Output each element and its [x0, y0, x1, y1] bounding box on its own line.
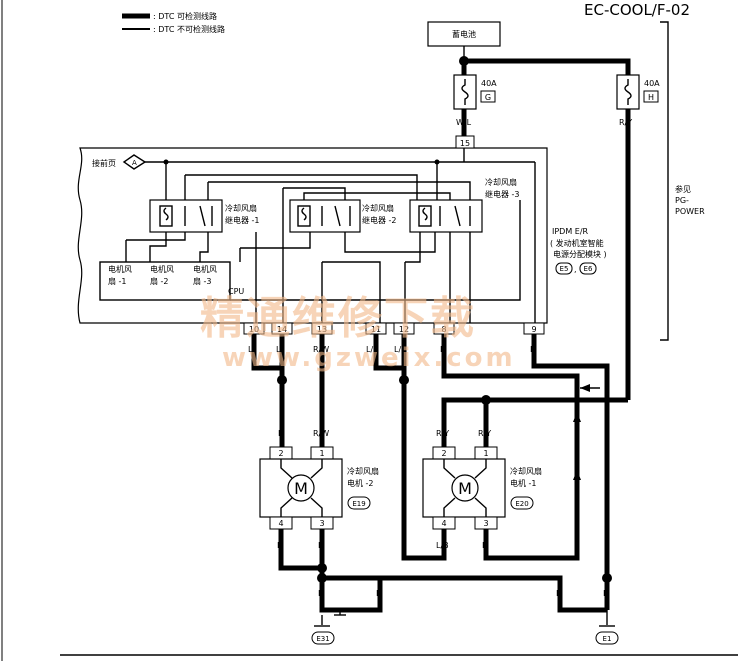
motor2-label-1: 冷却风扇	[347, 466, 379, 476]
fuse-h-rating: 40A	[644, 79, 660, 88]
fan-label-2a: 电机风	[150, 264, 174, 274]
motor2-symbol: M	[294, 479, 308, 498]
relay-3-label-1: 冷却风扇	[485, 177, 517, 187]
ipdm-pin-11: 11	[371, 325, 381, 334]
legend-thick-text: : DTC 可检测线路	[153, 11, 217, 21]
wire-label-l-m2: L	[278, 429, 283, 438]
motor1-pin-4: 4	[441, 519, 446, 528]
relay-2	[289, 199, 361, 233]
wire-label-r-pin8: R	[440, 345, 446, 354]
wire-label-r-w: R/W	[313, 345, 329, 354]
from-prev-page-label: 接前页	[92, 158, 116, 168]
ground-e1-label: E1	[603, 635, 612, 643]
wire-label-r-y: R/Y	[619, 118, 632, 127]
up-arrow-icon-2	[573, 412, 581, 422]
ipdm-pin-8: 8	[441, 325, 446, 334]
wire-label-b-m2-3: B	[318, 541, 324, 550]
motor2-pin-3: 3	[319, 519, 324, 528]
wire-label-l-pin10: L	[248, 345, 253, 354]
motor2-label-2: 电机 -2	[347, 478, 374, 488]
ipdm-conn-e5: E5	[560, 265, 569, 273]
legend-thin-text: : DTC 不可检测线路	[153, 24, 225, 34]
connector-a-label: A	[132, 159, 137, 167]
motor1-pin-1: 1	[483, 449, 488, 458]
watermark-cn: 精通维修下载	[200, 293, 476, 344]
fuse-h-id: H	[648, 93, 654, 102]
ipdm-desc-1: ( 发动机室智能	[550, 238, 604, 248]
ref-line3: POWER	[675, 207, 705, 216]
ipdm-bottom-pins: 10 14 13 11 12 8 9	[243, 322, 545, 335]
cpu-label: CPU	[228, 287, 244, 296]
motor1-symbol: M	[458, 479, 472, 498]
ipdm-pin-13: 13	[317, 325, 327, 334]
wire-label-l-b-pin12: L/B	[394, 345, 407, 354]
relay-2-label-2: 继电器 -2	[362, 215, 397, 225]
ipdm-pin-15: 15	[460, 139, 470, 148]
motor1-label-1: 冷却风扇	[510, 466, 542, 476]
wire-label-r-m1: R	[482, 541, 488, 550]
relay-3-label-2: 继电器 -3	[485, 189, 520, 199]
wire-label-l-b-pin11: L/B	[366, 345, 379, 354]
wire-label-w-l: W/L	[456, 118, 472, 127]
fan-cpu-block	[99, 261, 231, 301]
motor1-pin-2: 2	[441, 449, 446, 458]
wire-label-r-w-m2: R/W	[313, 429, 329, 438]
cooling-fan-motor-2: 2 1 M 4 3	[259, 446, 343, 530]
wire-label-b-pin9: B	[530, 345, 536, 354]
ground-e31-label: E31	[316, 635, 329, 643]
ipdm-pin-14: 14	[277, 325, 287, 334]
motor2-pin-2: 2	[278, 449, 283, 458]
wire-label-b-ground2: B	[376, 589, 382, 598]
svg-text:,: ,	[574, 265, 577, 274]
ipdm-pin-10: 10	[249, 325, 259, 334]
fan-label-2b: 扇 -2	[150, 276, 169, 286]
cooling-fan-motor-1: 2 1 M 4 3	[422, 446, 506, 530]
wire-label-b-ground3: B	[556, 589, 562, 598]
internal-wiring	[125, 148, 536, 323]
battery: 蓄电池	[427, 21, 501, 47]
fan-label-3a: 电机风	[193, 264, 217, 274]
relay-3	[409, 199, 483, 233]
fan-label-1b: 扇 -1	[108, 276, 127, 286]
relay-1	[149, 199, 223, 233]
ref-line1: 参见	[675, 184, 691, 194]
wire-label-b-m2-4: B	[277, 541, 283, 550]
relay-2-label-1: 冷却风扇	[362, 203, 394, 213]
fan-label-3b: 扇 -3	[193, 276, 212, 286]
wire-label-l-b-m1: L/B	[436, 541, 449, 550]
wire-label-l-pin14: L	[276, 345, 281, 354]
up-arrow-icon	[573, 470, 581, 480]
ipdm-desc-2: 电源分配模块 )	[553, 249, 607, 259]
fuse-g-rating: 40A	[481, 79, 497, 88]
legend: : DTC 可检测线路 : DTC 不可检测线路	[122, 11, 225, 34]
watermark-url: www.gzweix.com	[222, 343, 516, 373]
motor2-pin-1: 1	[319, 449, 324, 458]
fuse-g: 40A G	[453, 74, 497, 110]
fan-label-1a: 电机风	[108, 264, 132, 274]
relay-1-label-2: 继电器 -1	[225, 215, 260, 225]
ipdm-pin-9: 9	[531, 325, 536, 334]
ipdm-pin-12: 12	[399, 325, 409, 334]
ref-line2: PG-	[675, 196, 689, 205]
fuse-g-id: G	[485, 93, 491, 102]
ipdm-output-wires	[251, 334, 537, 358]
battery-label: 蓄电池	[452, 29, 476, 39]
relay-1-label-1: 冷却风扇	[225, 203, 257, 213]
page-title: EC-COOL/F-02	[584, 1, 690, 19]
ground-e31: E31	[311, 598, 383, 645]
motor2-connector: E19	[352, 500, 365, 508]
ipdm-conn-e6: E6	[584, 265, 593, 273]
wire-label-b-ground1: B	[318, 589, 324, 598]
wire-label-r-y-m1-1: R/Y	[478, 429, 491, 438]
wire-label-r-y-m1-2: R/Y	[436, 429, 449, 438]
fuse-h: 40A H	[616, 74, 660, 110]
motor1-connector: E20	[515, 500, 528, 508]
motor1-pin-3: 3	[483, 519, 488, 528]
ground-e1: E1	[557, 600, 619, 645]
ipdm-name: IPDM E/R	[552, 227, 589, 236]
ipdm-module	[77, 147, 548, 324]
motor1-label-2: 电机 -1	[510, 478, 537, 488]
motor2-pin-4: 4	[278, 519, 283, 528]
